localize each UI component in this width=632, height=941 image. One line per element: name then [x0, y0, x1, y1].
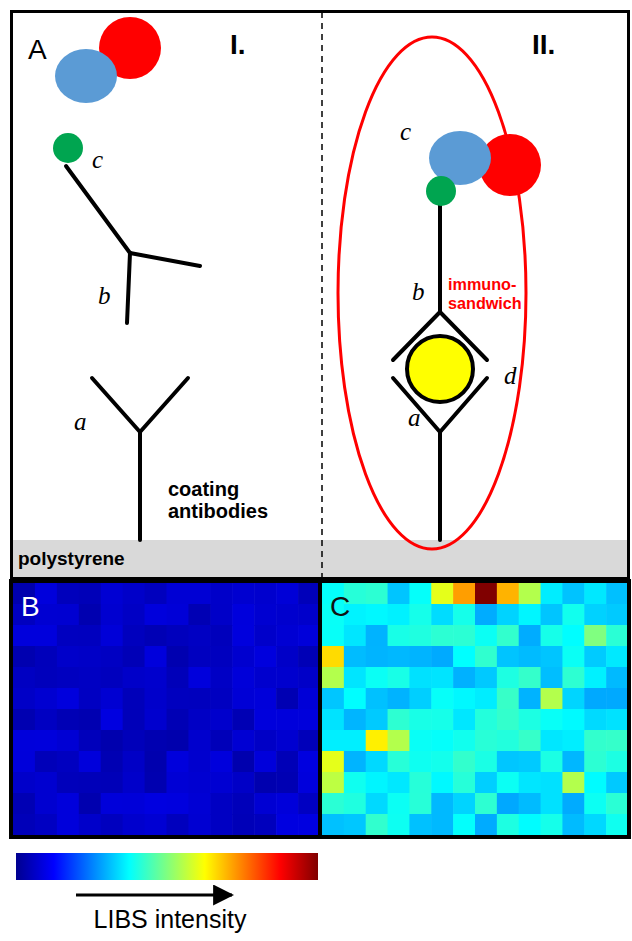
material-name: polystyrene: [18, 549, 125, 570]
panel-frame: [318, 581, 322, 837]
part-name: coating antibodies: [168, 478, 280, 522]
heatmap-panel: C: [322, 583, 628, 835]
arrow: [76, 894, 232, 897]
part-letter: a: [74, 408, 87, 436]
part-letter: b: [98, 282, 111, 310]
node-text: C: [330, 591, 350, 623]
label-blue: [55, 49, 117, 103]
label-green: [426, 176, 456, 206]
antigen: [407, 336, 473, 402]
legend-text: LIBS intensity: [94, 905, 247, 933]
part-letter: d: [504, 362, 517, 390]
node-text: A: [28, 34, 47, 66]
sandwich-antibodies: [393, 205, 487, 540]
divider-line: [321, 12, 323, 578]
node-text: immuno- sandwich: [448, 275, 534, 312]
heatmap-panel: B: [13, 583, 320, 835]
part-letter: b: [412, 278, 425, 306]
part-letter: a: [408, 404, 421, 432]
part-letter: c: [92, 146, 103, 174]
panel-frame: [11, 581, 629, 837]
heatmap: [322, 583, 629, 836]
detection-antibody: [66, 166, 200, 323]
node-text: B: [21, 591, 40, 623]
part-letter: c: [400, 118, 411, 146]
polystyrene-band: [12, 540, 628, 578]
panel-number: II.: [532, 30, 555, 61]
sandwich-ellipse: immuno- sandwich: [336, 35, 528, 551]
legend-entry: LIBS intensity: [20, 906, 320, 934]
label-green: [53, 133, 83, 163]
panel-number: I.: [230, 30, 246, 61]
heatmap: [13, 583, 321, 836]
colorbar: [16, 853, 318, 880]
